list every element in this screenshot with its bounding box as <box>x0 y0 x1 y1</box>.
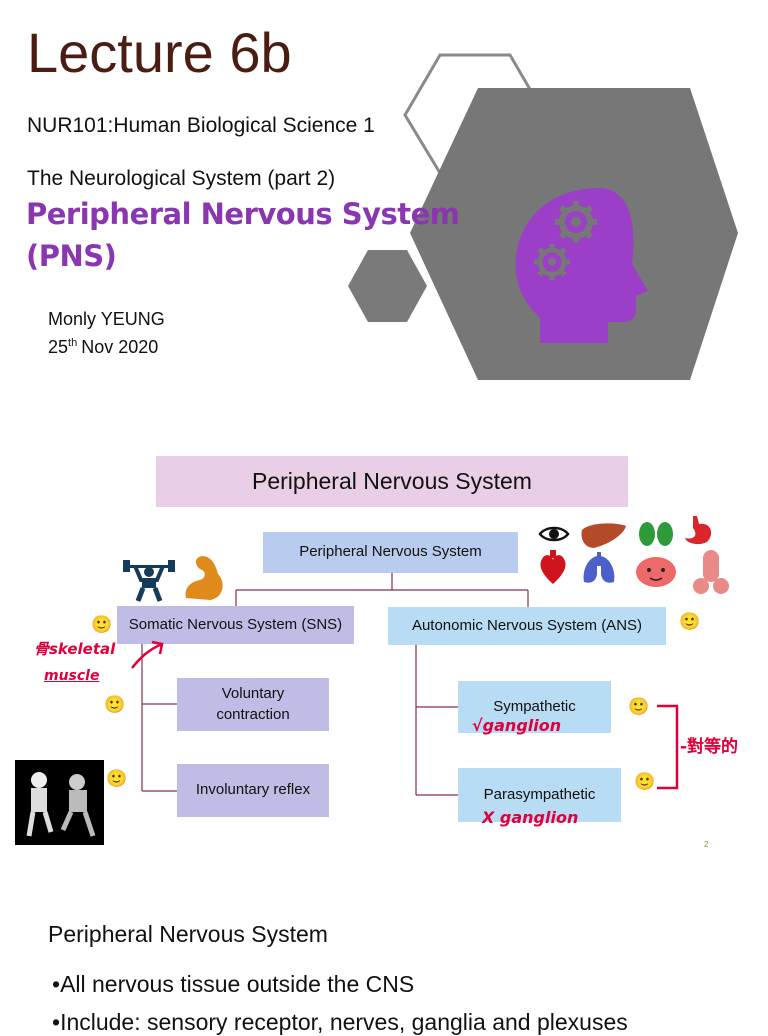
bracket-icon <box>657 704 679 790</box>
subtitle: The Neurological System (part 2) <box>27 167 336 190</box>
voluntary-line2: contraction <box>216 705 290 723</box>
date-suffix: th <box>68 337 78 349</box>
date-rest: Nov 2020 <box>81 337 159 357</box>
bladder-icon <box>636 557 676 587</box>
autonomic-box: Autonomic Nervous System (ANS) <box>388 607 666 645</box>
small-hexagon <box>348 250 427 322</box>
head-with-gears-icon <box>515 188 648 343</box>
pns-title: Peripheral Nervous System (PNS) <box>26 193 460 277</box>
lungs-icon <box>583 552 615 583</box>
penis-icon <box>693 550 729 594</box>
smiley-icon: 🙂 <box>679 612 701 631</box>
connector-lines <box>141 573 529 796</box>
arrow-icon <box>131 640 164 669</box>
liver-icon <box>581 523 626 548</box>
note-parasympathetic-ganglion: X ganglion <box>482 808 579 827</box>
date-day: 25 <box>48 337 69 357</box>
somatic-box: Somatic Nervous System (SNS) <box>117 606 354 644</box>
bullet-text: Include: sensory receptor, nerves, gangl… <box>60 1009 628 1035</box>
course-name: NUR101:Human Biological Science 1 <box>27 114 375 137</box>
author: Monly YEUNG <box>48 309 165 329</box>
title-slide: Lecture 6b NUR101:Human Biological Scien… <box>0 0 768 432</box>
sympathetic-box: Sympathetic <box>458 681 611 733</box>
bullet-item: •Include: sensory receptor, nerves, gang… <box>52 1009 628 1036</box>
note-sympathetic-ganglion: √ganglion <box>472 716 562 735</box>
voluntary-contraction-box: Voluntary contraction <box>177 678 329 731</box>
reflex-test-cartoon <box>15 760 104 845</box>
smiley-icon: 🙂 <box>106 769 128 788</box>
smiley-icon: 🙂 <box>104 695 126 714</box>
involuntary-reflex-box: Involuntary reflex <box>177 764 329 817</box>
lecture-title: Lecture 6b <box>27 21 292 84</box>
note-muscle: muscle <box>44 668 100 684</box>
pns-title-line2: (PNS) <box>26 239 117 274</box>
eye-icon <box>538 526 570 542</box>
slide3-title: Peripheral Nervous System <box>48 921 328 947</box>
note-opposite: -對等的 <box>680 737 739 757</box>
flexed-arm-icon <box>185 556 223 600</box>
hexagon-decoration <box>348 53 738 380</box>
parasympathetic-box: Parasympathetic <box>458 768 621 822</box>
bullet-dot: • <box>52 1009 61 1035</box>
voluntary-line1: Voluntary <box>221 685 285 703</box>
weightlifter-icon <box>123 560 175 602</box>
bullet-text: All nervous tissue outside the CNS <box>60 971 415 997</box>
gear-icon <box>534 244 570 280</box>
gear-icon <box>555 201 597 243</box>
pns-root-box: Peripheral Nervous System <box>263 532 518 573</box>
page-number: 2 <box>704 840 709 849</box>
pns-diagram-slide: Peripheral Nervous System Peripheral Ner… <box>0 432 768 864</box>
kidneys-icon <box>639 522 673 546</box>
slide-banner: Peripheral Nervous System <box>156 456 628 507</box>
bullet-dot: • <box>52 971 61 997</box>
pns-title-line1: Peripheral Nervous System <box>26 197 460 231</box>
stomach-icon <box>685 516 712 545</box>
bullet-item: •All nervous tissue outside the CNS <box>52 971 414 998</box>
smiley-icon: 🙂 <box>91 615 113 634</box>
note-skeletal: 骨skeletal <box>34 640 116 658</box>
smiley-icon: 🙂 <box>628 697 650 716</box>
heart-icon <box>540 550 566 584</box>
pns-definition-slide: Peripheral Nervous System •All nervous t… <box>0 864 768 1035</box>
smiley-icon: 🙂 <box>634 772 656 791</box>
